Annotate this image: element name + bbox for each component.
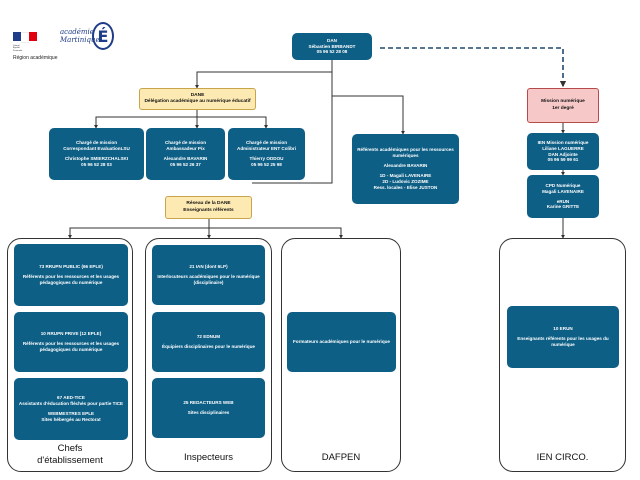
- cpd-title: CPD Numérique: [545, 182, 581, 188]
- charge-title: Chargé de mission: [75, 140, 118, 146]
- webmestres-title: WEBMESTRES EPLE: [47, 411, 95, 416]
- charge-name: Thierry ODDOU: [249, 156, 284, 161]
- ien-mission-box: IEN Mission numérique Liliane LAGUERRE D…: [527, 133, 599, 170]
- dafpen-label: DAFPEN: [321, 452, 361, 463]
- erun-desc: Enseignants référents pour les usages du…: [517, 336, 609, 347]
- referents-line-1: 1D - Magali LAVENAIRE: [379, 173, 432, 178]
- chefs-label: Chefs d'établissement: [7, 443, 133, 467]
- rrupn-public-desc: Référents pour les ressources et les usa…: [22, 274, 120, 285]
- redacteurs-title: 25 REDACTEURS WEB: [183, 400, 234, 406]
- dan-name: Sébastien BIRBANDT: [308, 43, 356, 49]
- webmestres-desc: Sites hébergés au Rectorat: [41, 416, 101, 422]
- mission-subtitle: 1er degré: [552, 105, 574, 111]
- dan-phone: 05 96 52 28 08: [316, 49, 348, 55]
- dane-box: DANE Délégation académique au numérique …: [139, 88, 256, 110]
- dane-title: DANE: [190, 92, 205, 98]
- formateurs-box: Formateurs académiques pour le numérique: [287, 312, 396, 372]
- mission-numerique-box: Mission numérique 1er degré: [527, 88, 599, 123]
- ian-desc: Interlocuteurs académiques pour le numér…: [157, 274, 260, 285]
- charge-mission-box-1: Chargé de mission Correspondant Evaluati…: [49, 128, 144, 180]
- dan-title: DAN: [327, 37, 337, 43]
- referents-academiques-box: Référents académiques pour les ressource…: [352, 134, 459, 204]
- charge-mission-box-2: Chargé de mission Ambassadeur Pix Alexan…: [146, 128, 225, 180]
- charge-role: Administrateur ENT Colibri: [237, 146, 296, 152]
- aed-tice-desc: Assistants d'éducation fléchés pour part…: [18, 401, 124, 407]
- charge-phone: 05 96 52 28 03: [81, 161, 112, 167]
- charge-role: Ambassadeur Pix: [166, 146, 205, 152]
- ednum-desc: Équipiers disciplinaires pour le numériq…: [162, 344, 255, 349]
- cpd-name-2: Karine GRITTE: [546, 204, 580, 210]
- reseau-dane-box: Réseau de la DANE Enseignants référents: [165, 196, 252, 219]
- referents-line-2: 2D - Ludovic ZOZIME: [382, 178, 429, 184]
- gov-line-3: Fraternité: [13, 49, 23, 52]
- ednum-box: 72 EDNUM Équipiers disciplinaires pour l…: [152, 312, 265, 372]
- ien-mission-title: IEN Mission numérique: [537, 139, 589, 145]
- rrupn-public-title: 73 RRUPN PUBLIC (66 EPLE): [39, 264, 103, 270]
- charge-phone: 05 96 52 26 37: [170, 161, 201, 167]
- aed-tice-box: 67 AED-TICE Assistants d'éducation fléch…: [14, 378, 128, 440]
- erun-box: 10 ERUN Enseignants référents pour les u…: [507, 306, 619, 368]
- gov-line-1: Liberté: [13, 45, 20, 47]
- ien-mission-phone: 05 96 59 99 61: [547, 157, 579, 163]
- dane-subtitle: Délégation académique au numérique éduca…: [144, 99, 251, 104]
- rrupn-prive-title: 10 RRUPN PRIVE (12 EPLE): [40, 331, 102, 337]
- charge-phone: 05 96 52 25 98: [251, 161, 282, 167]
- inspecteurs-label: Inspecteurs: [183, 452, 234, 463]
- charge-name: Alexandre BAVARIN: [163, 156, 208, 161]
- ian-box: 21 IAN (dont 6LP) Interlocuteurs académi…: [152, 245, 265, 305]
- academie-e-logo-icon: É: [92, 22, 114, 50]
- region-label: Région académique: [13, 55, 58, 61]
- reseau-title: Réseau de la DANE: [186, 201, 231, 207]
- charge-mission-box-3: Chargé de mission Administrateur ENT Col…: [228, 128, 305, 180]
- ien-circo-label: IEN CIRCO.: [536, 452, 589, 463]
- redacteurs-desc: Sites disciplinaires: [187, 410, 230, 415]
- charge-name: Christophe SMIERZCHALSKI: [64, 156, 129, 161]
- gov-line-2: Égalité: [13, 47, 20, 50]
- academie-line-1: académie: [60, 28, 94, 36]
- charge-role: Correspondant EvaluationLSU: [63, 146, 130, 152]
- cpd-role: eRUN: [556, 198, 570, 204]
- academie-line-2: Martinique: [60, 35, 100, 44]
- chefs-label-line-1: Chefs: [57, 443, 83, 454]
- ien-mission-role: DAN Adjointe: [548, 151, 578, 157]
- referents-name: Alexandre BAVARIN: [383, 163, 428, 169]
- french-flag-icon: [13, 32, 43, 43]
- erun-title: 10 ERUN: [553, 326, 573, 332]
- cpd-name: Magali LAVENAIRE: [542, 188, 584, 194]
- aed-tice-title: 67 AED-TICE: [57, 395, 85, 401]
- academie-logo-text: académie Martinique: [60, 28, 100, 44]
- rrupn-prive-box: 10 RRUPN PRIVE (12 EPLE) Référents pour …: [14, 312, 128, 372]
- republique-logo: Liberté Égalité Fraternité: [13, 32, 43, 52]
- referents-line-3: Ress. locales - Elise JUSTON: [373, 184, 438, 190]
- chefs-label-line-2: d'établissement: [37, 454, 103, 466]
- redacteurs-web-box: 25 REDACTEURS WEB Sites disciplinaires: [152, 378, 265, 438]
- charge-title: Chargé de mission: [245, 140, 288, 146]
- cpd-box: CPD Numérique Magali LAVENAIRE eRUN Kari…: [527, 175, 599, 218]
- rrupn-public-box: 73 RRUPN PUBLIC (66 EPLE) Référents pour…: [14, 244, 128, 306]
- formateurs-desc: Formateurs académiques pour le numérique: [292, 339, 390, 345]
- charge-title: Chargé de mission: [164, 140, 207, 146]
- dan-box: DAN Sébastien BIRBANDT 05 96 52 28 08: [292, 33, 372, 60]
- reseau-subtitle: Enseignants référents: [183, 207, 234, 213]
- ednum-title: 72 EDNUM: [196, 334, 221, 340]
- referents-title: Référents académiques pour les ressource…: [357, 147, 454, 159]
- ien-mission-name: Liliane LAGUERRE: [542, 145, 584, 151]
- ian-title: 21 IAN (dont 6LP): [189, 264, 228, 270]
- rrupn-prive-desc: Référents pour les ressources et les usa…: [22, 341, 120, 352]
- mission-title: Mission numérique: [541, 99, 585, 105]
